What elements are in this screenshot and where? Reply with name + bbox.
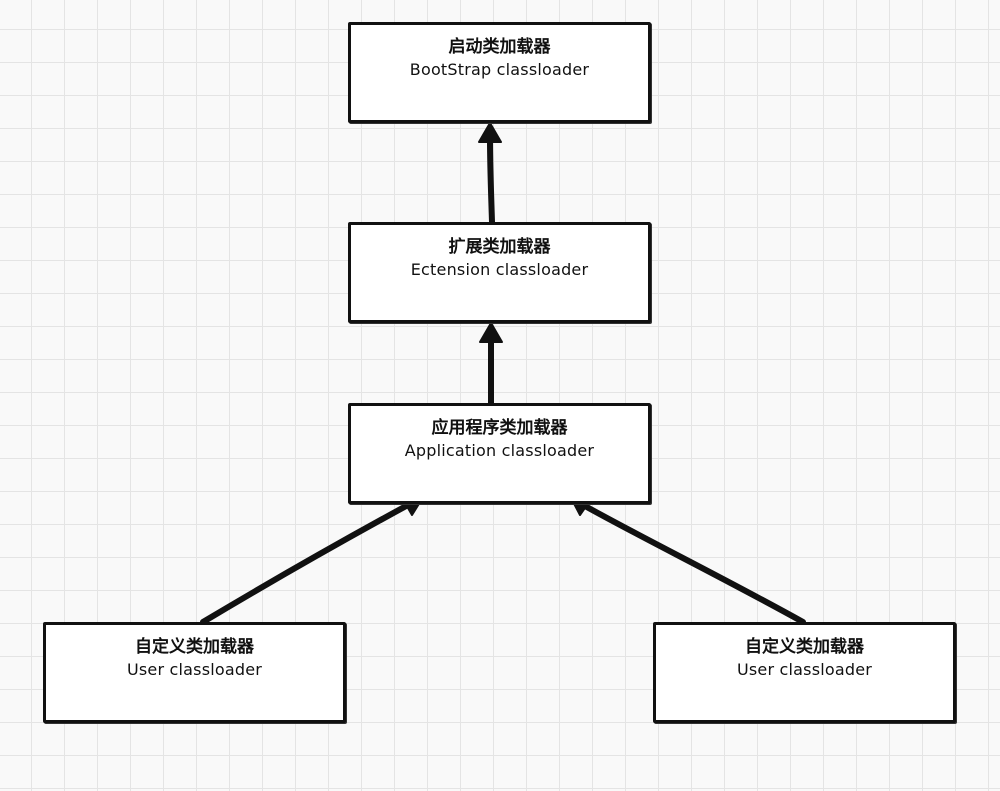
node-subtitle: Ectension classloader [410,260,589,279]
node-user-classloader-left: 自定义类加载器 User classloader [43,622,346,723]
node-bootstrap-classloader: 启动类加载器 BootStrap classloader [348,22,651,123]
arrowhead-icon [479,322,503,343]
arrowhead-icon [478,122,502,143]
node-title: 应用程序类加载器 [431,418,568,438]
node-application-classloader: 应用程序类加载器 Application classloader [348,403,651,504]
edge-application-to-extension [479,322,503,406]
node-title: 自定义类加载器 [745,637,864,657]
edge-line [582,503,806,625]
node-subtitle: Application classloader [404,441,595,460]
node-title: 启动类加载器 [448,37,551,57]
edge-line [487,137,495,225]
edge-line [200,502,411,625]
node-subtitle: User classloader [126,660,263,679]
node-subtitle: User classloader [736,660,873,679]
node-user-classloader-right: 自定义类加载器 User classloader [653,622,956,723]
node-subtitle: BootStrap classloader [409,60,590,79]
edge-extension-to-bootstrap [478,122,502,225]
node-title: 自定义类加载器 [135,637,254,657]
edge-user-right-to-application [568,493,806,625]
node-extension-classloader: 扩展类加载器 Ectension classloader [348,222,651,323]
edge-user-left-to-application [200,493,426,625]
node-title: 扩展类加载器 [448,237,551,257]
